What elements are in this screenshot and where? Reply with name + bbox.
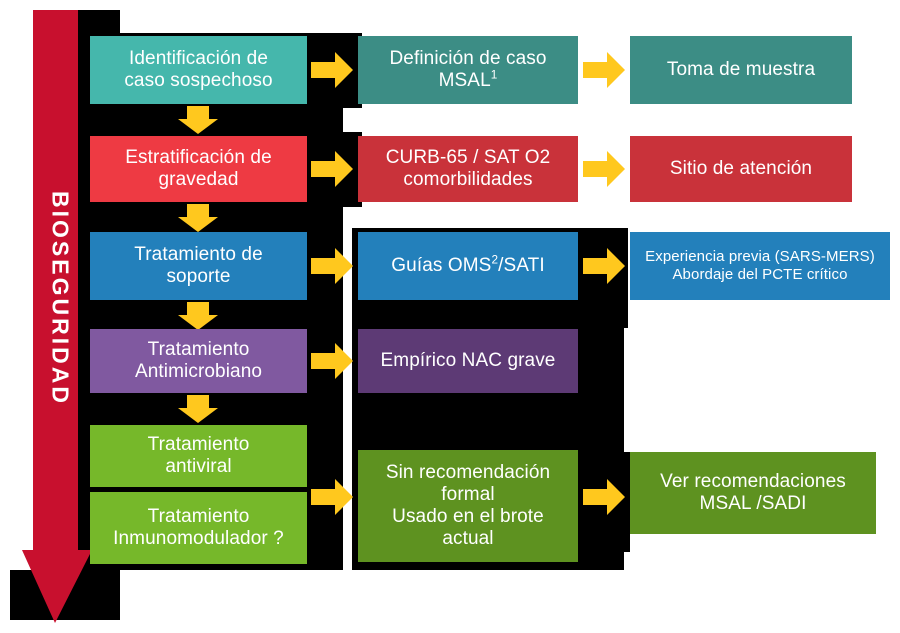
backdrop-row3-right — [578, 228, 628, 328]
arrow-right-row5-b — [583, 479, 625, 515]
arrow-down-row2-to-row3 — [178, 204, 218, 232]
arrow-right-row5 — [311, 479, 353, 515]
arrow-right-row1-b — [583, 52, 625, 88]
bioseguridad-arrow — [22, 10, 92, 625]
box-guias-oms-sati[interactable]: Guías OMS2/SATI — [358, 232, 578, 300]
arrow-right-row3-b — [583, 248, 625, 284]
arrow-down-row3-to-row4 — [178, 302, 218, 330]
box-experiencia-previa-sars-mers[interactable]: Experiencia previa (SARS-MERS)Abordaje d… — [630, 232, 890, 300]
box-label: Sitio de atención — [669, 157, 813, 179]
box-label: Empírico NAC grave — [380, 349, 556, 371]
box-label: Toma de muestra — [666, 58, 816, 80]
arrow-right-row4 — [311, 343, 353, 379]
box-label: Guías OMS2/SATI — [391, 253, 545, 276]
arrow-down-row4-to-row5 — [178, 395, 218, 423]
arrow-down-row1-to-row2 — [178, 106, 218, 134]
box-empirico-nac-grave[interactable]: Empírico NAC grave — [358, 329, 578, 393]
arrow-right-row2-b — [583, 151, 625, 187]
bioseguridad-label: BIOSEGURIDAD — [47, 191, 74, 406]
arrow-right-row3 — [311, 248, 353, 284]
arrow-right-row2 — [311, 151, 353, 187]
arrow-right-row1 — [311, 52, 353, 88]
box-label: Experiencia previa (SARS-MERS)Abordaje d… — [645, 248, 875, 283]
box-toma-de-muestra[interactable]: Toma de muestra — [630, 36, 852, 104]
box-sitio-de-atencion[interactable]: Sitio de atención — [630, 136, 852, 202]
